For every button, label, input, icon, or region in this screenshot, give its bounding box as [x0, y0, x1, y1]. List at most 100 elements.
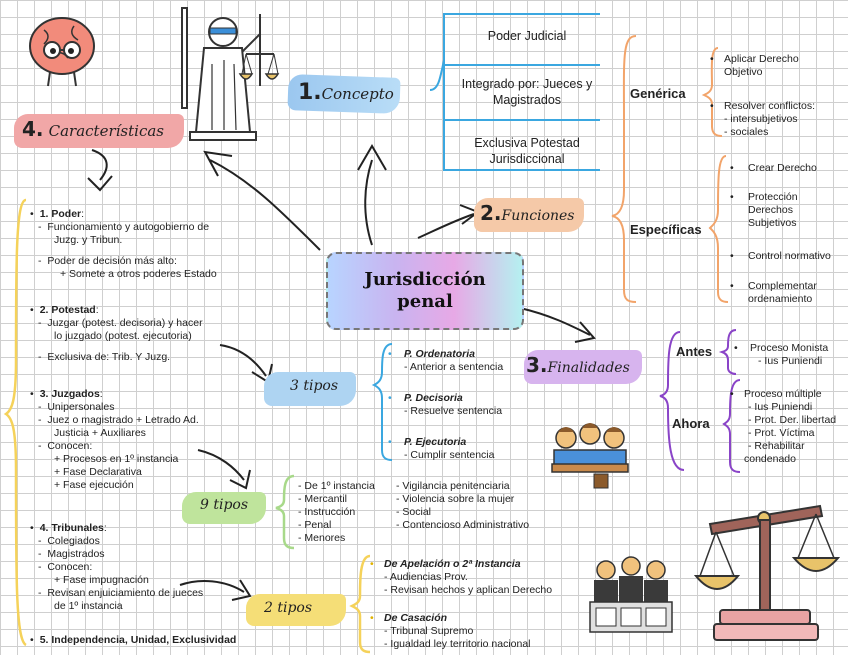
- funciones-header: 2.Funciones: [480, 201, 575, 225]
- jury-people-icon: [550, 420, 630, 490]
- caracteristica-3: 3. Juzgados: - Unipersonales - Juez o ma…: [30, 388, 199, 492]
- tipos9-col1: - De 1º instancia - Mercantil - Instrucc…: [298, 480, 375, 545]
- tipos9-item: Mercantil: [304, 493, 347, 505]
- finalidades-num: 3.: [526, 353, 548, 377]
- tipos9-item: - Contencioso Administrativo: [396, 519, 529, 532]
- tipos9-item: - Violencia sobre la mujer: [396, 493, 529, 506]
- tipos2-item-line: - Audiencias Prov.: [384, 571, 468, 583]
- ahora-item-sub: - Ius Puniendi: [744, 401, 812, 413]
- funciones-label: Funciones: [502, 208, 575, 224]
- tipos3-item-desc: - Anterior a sentencia: [404, 361, 503, 373]
- caracteristica-suffix: :: [81, 208, 84, 220]
- lady-justice-statue-icon: [168, 4, 280, 144]
- ahora-item-sub: - Prot. Víctima: [744, 427, 815, 439]
- caracteristica-line: + Procesos en 1º instancia: [54, 453, 178, 465]
- concepto-item: Exclusiva Potestad Jurisdiccional: [452, 135, 602, 167]
- especifica-item: Complementar ordenamiento: [748, 280, 832, 306]
- caracteristica-line: + Somete a otros poderes Estado: [60, 268, 217, 280]
- caracteristica-4: 4. Tribunales: - Colegiados - Magistrado…: [30, 522, 203, 613]
- caracteristica-line: Conocen:: [47, 561, 92, 573]
- judges-bench-icon: [588, 552, 674, 638]
- caracteristica-line: Revisan enjuiciamiento de jueces: [47, 587, 203, 599]
- center-title: Jurisdicción penal: [360, 269, 490, 313]
- caracteristica-line: + Fase Declarativa: [54, 466, 142, 478]
- caracteristica-line: Justicia + Auxiliares: [54, 427, 146, 439]
- finalidades-label: Finalidades: [548, 360, 630, 376]
- especificas-label: Específicas: [630, 222, 702, 237]
- tipos3-item: P. Ordenatoria- Anterior a sentencia: [404, 348, 503, 374]
- tipos2-item-line: - Tribunal Supremo: [384, 625, 473, 637]
- tipos2-item-title: De Apelación o 2ª Instancia: [384, 558, 521, 570]
- caracteristica-5: 5. Independencia, Unidad, Exclusividad: [30, 634, 236, 647]
- especifica-item-text: Control normativo: [748, 250, 831, 262]
- tipos3-item: P. Decisoria- Resuelve sentencia: [404, 392, 502, 418]
- caracteristica-line: Colegiados: [47, 535, 100, 547]
- ahora-item-text: Proceso múltiple: [744, 388, 822, 400]
- concepto-header: 1.Concepto: [298, 80, 394, 105]
- caracteristicas-header: 4. Características: [22, 117, 164, 141]
- caracteristicas-label: Características: [49, 122, 164, 140]
- especifica-item: Protección Derechos Subjetivos: [748, 191, 820, 230]
- antes-item: Proceso Monista- Ius Puniendi: [750, 342, 828, 368]
- tipos9-item: Menores: [304, 532, 345, 544]
- tipos9-item: Instrucción: [304, 506, 355, 518]
- caracteristica-title: 5. Independencia, Unidad, Exclusividad: [40, 634, 237, 646]
- ahora-item-sub: condenado: [744, 453, 796, 465]
- generica-label: Genérica: [630, 86, 686, 101]
- especifica-item-text: Crear Derecho: [748, 162, 817, 174]
- caracteristica-line: Unipersonales: [47, 401, 114, 413]
- tipos3-item: P. Ejecutoria- Cumplir sentencia: [404, 436, 494, 462]
- especifica-item: Control normativo: [748, 250, 831, 263]
- caracteristica-line: Exclusiva de: Trib. Y Juzg.: [47, 351, 170, 363]
- especifica-item-text: Complementar ordenamiento: [748, 280, 817, 305]
- antes-item-sub: - Ius Puniendi: [750, 355, 822, 367]
- caracteristica-suffix: :: [96, 304, 99, 316]
- caracteristica-line: Juez o magistrado + Letrado Ad.: [47, 414, 198, 426]
- generica-item-sub: - sociales: [724, 126, 768, 138]
- caracteristica-1: 1. Poder: - Funcionamiento y autogobiern…: [30, 208, 217, 281]
- antes-item-text: Proceso Monista: [750, 342, 828, 354]
- especifica-item: Crear Derecho: [748, 162, 817, 175]
- caracteristica-line: Poder de decisión más alto:: [47, 255, 177, 267]
- concepto-label: Concepto: [322, 85, 394, 103]
- generica-item-text: Resolver conflictos:: [724, 100, 815, 112]
- tipos9-item: Penal: [304, 519, 331, 531]
- finalidades-header: 3.Finalidades: [526, 353, 630, 377]
- funciones-num: 2.: [480, 201, 502, 225]
- tipos3-item-title: P. Decisoria: [404, 392, 463, 404]
- concepto-item: Poder Judicial: [447, 28, 607, 44]
- ahora-label: Ahora: [672, 416, 710, 431]
- caracteristica-line: Conocen:: [47, 440, 92, 452]
- tipos3-item-desc: - Resuelve sentencia: [404, 405, 502, 417]
- ahora-item: Proceso múltiple - Ius Puniendi - Prot. …: [744, 388, 836, 466]
- scale-of-justice-icon: [690, 496, 840, 646]
- center-node: Jurisdicción penal: [326, 252, 524, 330]
- caracteristica-line: Juzgar (potest. decisoria) y hacer: [47, 317, 202, 329]
- tipos2-item-line: - Igualdad ley territorio nacional: [384, 638, 531, 650]
- caracteristica-line: Funcionamiento y autogobierno de: [47, 221, 209, 233]
- caracteristica-suffix: :: [100, 388, 103, 400]
- caracteristica-title: 3. Juzgados: [40, 388, 100, 400]
- ahora-item-sub: - Prot. Der. libertad: [744, 414, 836, 426]
- caracteristica-line: lo juzgado (potest. ejecutoria): [54, 330, 192, 342]
- especifica-item-text: Protección Derechos Subjetivos: [748, 191, 798, 229]
- generica-item: Resolver conflictos: - intersubjetivos -…: [724, 100, 844, 139]
- concepto-item: Integrado por: Jueces y Magistrados: [447, 76, 607, 108]
- caracteristica-line: + Fase impugnación: [54, 574, 149, 586]
- tipos2-item-line: - Revisan hechos y aplican Derecho: [384, 584, 552, 596]
- caracteristica-line: de 1º instancia: [54, 600, 123, 612]
- tipos2-item: De Casación - Tribunal Supremo - Igualda…: [384, 612, 531, 651]
- tipos9-item: - Social: [396, 506, 529, 519]
- caracteristica-suffix: :: [104, 522, 107, 534]
- tipos9-label: 9 tipos: [200, 497, 248, 513]
- tipos2-item: De Apelación o 2ª Instancia - Audiencias…: [384, 558, 552, 597]
- antes-label: Antes: [676, 344, 712, 359]
- caracteristica-title: 4. Tribunales: [40, 522, 104, 534]
- tipos3-label: 3 tipos: [290, 378, 338, 394]
- tipos3-item-desc: - Cumplir sentencia: [404, 449, 494, 461]
- caracteristica-line: Magistrados: [47, 548, 104, 560]
- tipos3-item-title: P. Ordenatoria: [404, 348, 475, 360]
- caracteristicas-num: 4.: [22, 117, 44, 141]
- caracteristica-2: 2. Potestad: - Juzgar (potest. decisoria…: [30, 304, 203, 364]
- caracteristica-line: + Fase ejecución: [54, 479, 134, 491]
